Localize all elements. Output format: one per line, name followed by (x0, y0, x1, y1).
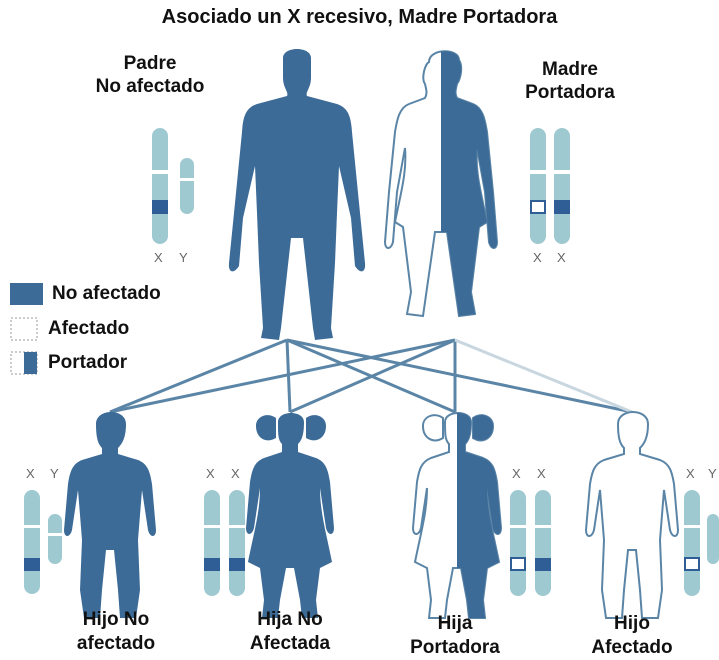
child-3-chrom-x1-label: X (512, 466, 521, 481)
child-1-chrom-x-label: X (26, 466, 35, 481)
legend (10, 283, 43, 374)
inheritance-lines (110, 340, 632, 412)
child-4-label: Hijo Afectado (552, 612, 712, 660)
chromosome-x (152, 128, 168, 244)
mother-chromosomes (530, 128, 570, 244)
child-4-chromosomes (684, 490, 719, 596)
connector-line (287, 340, 632, 412)
child-1-chromosomes (24, 490, 62, 594)
child-1-label-line2: afectado (36, 632, 196, 656)
child-3-chromosomes (510, 490, 551, 596)
chromosome-x (530, 128, 546, 244)
child-2-chromosomes (204, 490, 245, 596)
legend-swatch-solid (10, 283, 43, 305)
father-chrom-y-label: Y (179, 250, 188, 265)
legend-label-carrier: Portador (48, 352, 127, 374)
chromosome-x (554, 128, 570, 244)
chromosome-band (204, 558, 220, 571)
connector-line (110, 340, 455, 412)
legend-swatch-outline (11, 318, 37, 340)
mother-figure (385, 51, 497, 316)
father-chromosomes (152, 128, 194, 244)
father-chrom-x-label: X (154, 250, 163, 265)
chromosome-band (229, 558, 245, 571)
connector-line (110, 340, 287, 412)
child-2-chrom-x1-label: X (206, 466, 215, 481)
child-4-label-line1: Hijo (552, 612, 712, 636)
child-1-chrom-y-label: Y (50, 466, 59, 481)
child-4-figure (586, 412, 678, 618)
legend-label-unaffected: No afectado (52, 283, 161, 305)
child-3-figure (413, 413, 501, 618)
child-2-label-line2: Afectada (210, 632, 370, 656)
child-2-label: Hija No Afectada (210, 608, 370, 656)
child-1-label-line1: Hijo No (36, 608, 196, 632)
child-3-label: Hija Portadora (375, 612, 535, 660)
connector-line (455, 340, 632, 412)
chromosome-band (535, 558, 551, 571)
child-3-chrom-x2-label: X (537, 466, 546, 481)
child-4-chrom-y-label: Y (708, 466, 717, 481)
child-4-chrom-x-label: X (686, 466, 695, 481)
chromosome-band (152, 200, 168, 214)
chromosome-band-recessive (685, 558, 699, 570)
chromosome-band-recessive (531, 201, 545, 213)
chromosome-band (554, 200, 570, 214)
legend-label-affected: Afectado (48, 318, 129, 340)
chromosome-band-recessive (511, 558, 525, 570)
child-2-figure (246, 413, 334, 618)
chromosome-band (24, 558, 40, 571)
chromosome-y (180, 158, 194, 214)
father-figure (229, 49, 365, 340)
child-3-label-line1: Hija (375, 612, 535, 636)
child-1-label: Hijo No afectado (36, 608, 196, 656)
child-1-figure (64, 412, 156, 618)
mother-chrom-x2-label: X (557, 250, 566, 265)
child-4-label-line2: Afectado (552, 636, 712, 660)
child-2-label-line1: Hija No (210, 608, 370, 632)
child-3-label-line2: Portadora (375, 636, 535, 660)
child-2-chrom-x2-label: X (231, 466, 240, 481)
mother-chrom-x1-label: X (533, 250, 542, 265)
